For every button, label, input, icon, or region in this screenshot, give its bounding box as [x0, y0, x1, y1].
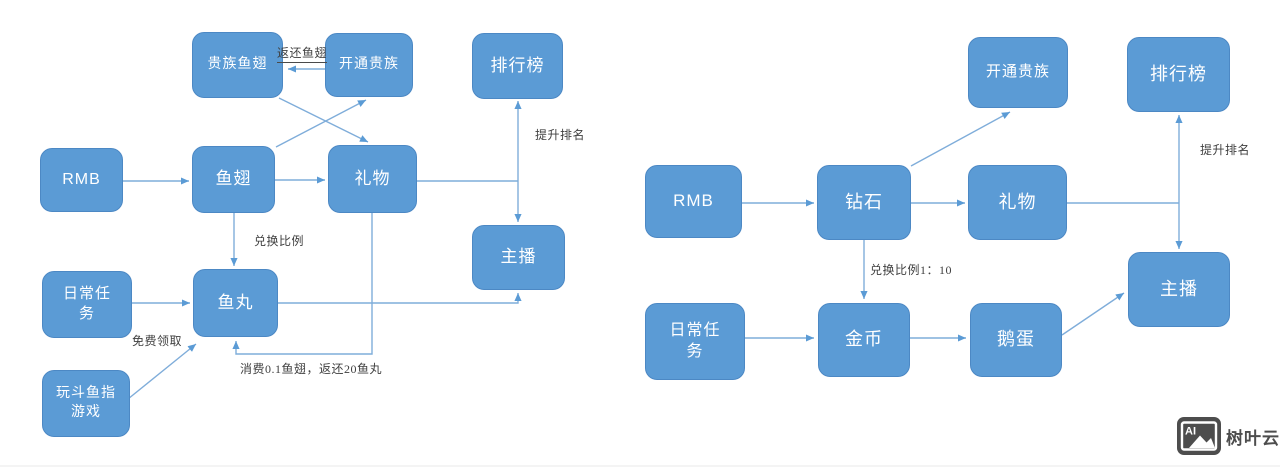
label-raise-rank-left: 提升排名	[535, 128, 586, 142]
label-return-fishwing: 返还鱼翅	[277, 44, 328, 63]
edge-fishball-to-anchor	[278, 293, 522, 304]
node-daily-task-right: 日常任 务	[645, 303, 745, 380]
edge-fishwing-to-opennoble	[275, 99, 367, 148]
node-play-douyu-game: 玩斗鱼指 游戏	[42, 370, 130, 437]
edge-gooseegg-to-anchor2	[1061, 292, 1125, 336]
node-daily-task-left: 日常任 务	[42, 271, 132, 338]
label-raise-rank-right: 提升排名	[1200, 143, 1251, 157]
mountain-glyph	[1189, 435, 1215, 448]
brand-name: 树叶云	[1226, 428, 1280, 448]
node-diamond: 钻石	[817, 165, 911, 240]
brand-logo: AI 树叶云	[1177, 417, 1280, 455]
ai-image-icon: AI	[1177, 417, 1221, 455]
node-open-noble-right: 开通贵族	[968, 37, 1068, 108]
node-leaderboard-left: 排行榜	[472, 33, 563, 99]
edge-diamond-to-opennoble2	[910, 111, 1011, 167]
label-consume-return: 消费0.1鱼翅，返还20鱼丸	[240, 362, 383, 376]
node-open-noble-left: 开通贵族	[325, 33, 413, 97]
node-noble-fishwing: 贵族鱼翅	[192, 32, 283, 98]
label-exchange-ratio-left: 兑换比例	[254, 234, 305, 248]
node-rmb-right: RMB	[645, 165, 742, 238]
label-free-claim: 免费领取	[132, 334, 183, 348]
logo-badge-text: AI	[1185, 426, 1196, 438]
node-gift-left: 礼物	[328, 145, 417, 213]
node-anchor-right: 主播	[1128, 252, 1230, 327]
edge-noblefishwing-to-gift	[278, 97, 369, 143]
node-fishball: 鱼丸	[193, 269, 278, 337]
node-rmb-left: RMB	[40, 148, 123, 212]
node-anchor-left: 主播	[472, 225, 565, 290]
node-gift-right: 礼物	[968, 165, 1067, 240]
node-fishwing: 鱼翅	[192, 146, 275, 213]
edge-playgame-to-fishball	[127, 343, 197, 400]
label-exchange-ratio-right: 兑换比例1：10	[870, 263, 953, 277]
node-goose-egg: 鹅蛋	[970, 303, 1062, 377]
node-leaderboard-right: 排行榜	[1127, 37, 1230, 112]
node-gold-coin: 金币	[818, 303, 910, 377]
